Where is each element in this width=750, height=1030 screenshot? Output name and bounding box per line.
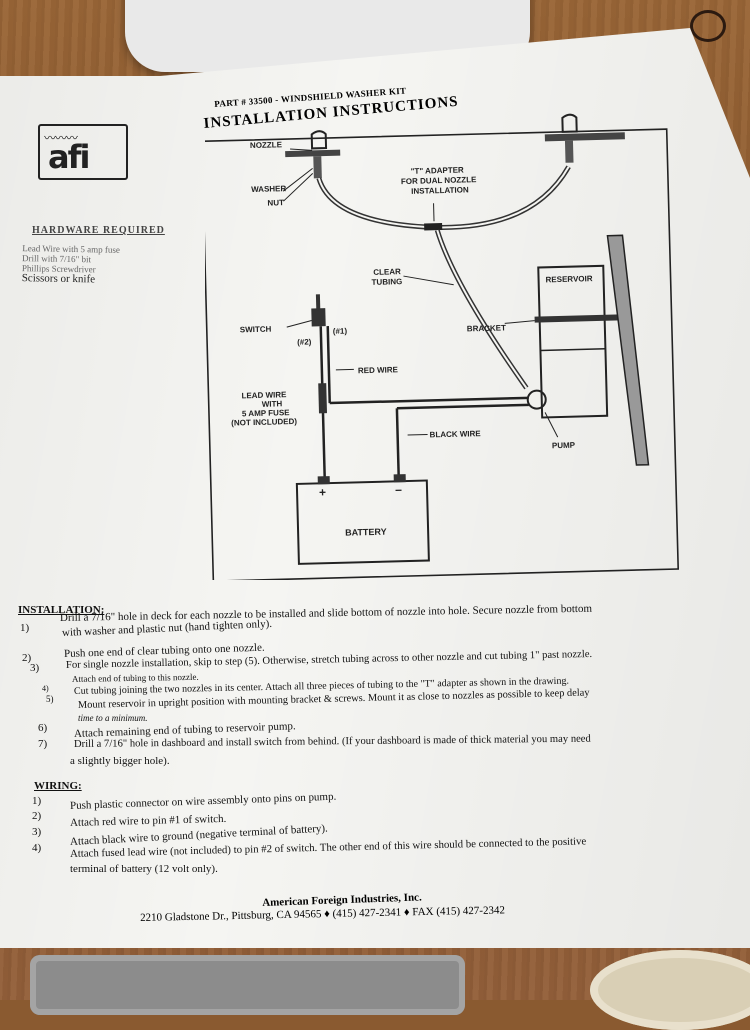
label-lead-wire-4: (NOT INCLUDED) <box>231 417 297 428</box>
step-number: 1) <box>20 622 29 634</box>
label-positive: + <box>319 485 326 499</box>
label-battery: BATTERY <box>345 527 387 538</box>
label-t-adapter-3: INSTALLATION <box>411 185 469 196</box>
label-clear-tubing-1: CLEAR <box>373 267 401 277</box>
t-adapter-icon <box>424 223 442 230</box>
pump-icon <box>527 390 545 408</box>
label-reservoir: RESERVOIR <box>545 274 592 284</box>
label-pin2: (#2) <box>297 337 312 346</box>
step-number: 4) <box>42 684 49 693</box>
label-red-wire: RED WIRE <box>358 365 399 375</box>
step-number: 6) <box>38 722 47 734</box>
hardware-required-title: HARDWARE REQUIRED <box>32 225 165 236</box>
left-nozzle-deck <box>285 150 340 157</box>
label-black-wire: BLACK WIRE <box>429 429 481 439</box>
battery-icon <box>297 481 429 564</box>
label-pump: PUMP <box>552 441 576 451</box>
switch-icon <box>311 308 325 326</box>
right-nozzle-stem <box>565 141 574 163</box>
right-nozzle-icon <box>562 114 576 131</box>
reservoir-icon <box>538 266 607 418</box>
step-number: 2) <box>32 810 41 822</box>
label-negative: − <box>395 483 402 497</box>
wiring-diagram: NOZZLE WASHER NUT "T" ADAPTER FOR DUAL N… <box>205 95 685 580</box>
label-nozzle: NOZZLE <box>250 140 283 150</box>
left-nozzle-stem <box>313 156 322 178</box>
fuse-icon <box>318 383 327 413</box>
label-washer: WASHER <box>251 184 287 194</box>
wall-panel <box>607 235 648 466</box>
company-logo: 〰〰〰 afi <box>38 124 128 180</box>
black-wire-line <box>397 405 529 408</box>
logo-text: afi <box>48 138 88 176</box>
label-bracket: BRACKET <box>467 323 506 333</box>
red-wire-line <box>328 326 330 403</box>
step-number: 7) <box>38 738 47 750</box>
step-text: time to a minimum. <box>78 713 148 723</box>
wiring-title: WIRING: <box>34 780 82 792</box>
label-pin1: (#1) <box>333 327 348 336</box>
metal-clip <box>30 955 465 1015</box>
left-nozzle-icon <box>312 131 326 148</box>
step-number: 5) <box>46 694 54 704</box>
step-number: 4) <box>32 842 41 854</box>
tubing-to-pump <box>437 228 526 390</box>
label-nut: NUT <box>267 198 284 207</box>
wood-knot <box>690 10 726 42</box>
step-number: 1) <box>32 795 41 807</box>
label-clear-tubing-2: TUBING <box>371 277 402 287</box>
right-nozzle-deck <box>545 132 625 141</box>
step-number: 3) <box>32 826 41 838</box>
hardware-list: Lead Wire with 5 amp fuse Drill with 7/1… <box>22 243 120 285</box>
step-text: a slightly bigger hole). <box>70 755 170 767</box>
bracket-icon <box>535 314 630 322</box>
label-t-adapter-1: "T" ADAPTER <box>411 165 465 175</box>
step-text: terminal of battery (12 volt only). <box>70 863 218 875</box>
step-number: 3) <box>30 662 39 674</box>
jar-lid <box>590 950 750 1030</box>
diagram-border <box>205 129 678 580</box>
hardware-item: Scissors or knife <box>22 273 120 285</box>
label-switch: SWITCH <box>240 325 272 335</box>
